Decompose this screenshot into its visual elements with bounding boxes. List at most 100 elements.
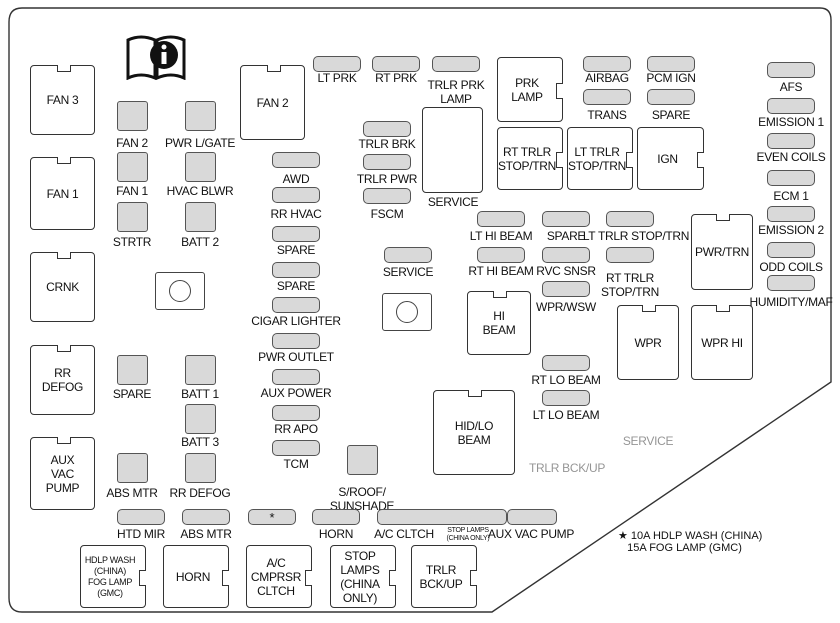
mini-fuse[interactable] bbox=[272, 297, 320, 313]
fuse-label: TRLR BRK bbox=[358, 137, 416, 151]
mini-fuse[interactable]: * bbox=[248, 509, 296, 525]
mini-fuse[interactable] bbox=[272, 369, 320, 385]
square-fuse[interactable] bbox=[185, 202, 216, 232]
mini-fuse[interactable] bbox=[606, 247, 654, 263]
mini-fuse[interactable] bbox=[542, 355, 590, 371]
mini-fuse[interactable] bbox=[272, 226, 320, 242]
relay[interactable]: RT TRLR STOP/TRN bbox=[497, 127, 563, 190]
mini-fuse[interactable] bbox=[507, 509, 557, 525]
relay[interactable]: FAN 1 bbox=[30, 157, 95, 230]
mini-fuse[interactable] bbox=[583, 89, 631, 105]
mini-fuse[interactable] bbox=[647, 89, 695, 105]
relay[interactable]: PWR/TRN bbox=[691, 214, 753, 290]
mini-fuse[interactable] bbox=[363, 154, 411, 170]
relay[interactable]: A/C CMPRSR CLTCH bbox=[246, 545, 312, 608]
relay[interactable]: IGN bbox=[637, 127, 704, 190]
square-fuse[interactable] bbox=[117, 355, 148, 385]
square-fuse[interactable] bbox=[185, 152, 216, 182]
relay[interactable]: HDLP WASH (CHINA) FOG LAMP (GMC) bbox=[80, 545, 146, 608]
relay[interactable]: AUX VAC PUMP bbox=[30, 437, 95, 510]
relay[interactable]: FAN 3 bbox=[30, 65, 95, 135]
relay-label: PRK LAMP bbox=[511, 75, 543, 104]
relay-label: WPR bbox=[634, 335, 662, 350]
mini-fuse[interactable] bbox=[767, 275, 815, 291]
relay[interactable]: RR DEFOG bbox=[30, 345, 95, 415]
legend-line: ★ 10A HDLP WASH (CHINA) bbox=[618, 530, 763, 542]
mini-fuse[interactable] bbox=[767, 98, 815, 114]
relay-label: FAN 3 bbox=[46, 93, 79, 107]
square-fuse[interactable] bbox=[185, 404, 216, 434]
fuse-label: AFS bbox=[779, 80, 803, 94]
relay-label: STOP LAMPS (CHINA ONLY) bbox=[340, 548, 380, 605]
mini-fuse[interactable] bbox=[542, 281, 590, 297]
fuse-label: BATT 2 bbox=[181, 235, 219, 249]
mini-fuse[interactable] bbox=[583, 56, 631, 72]
mini-fuse[interactable] bbox=[272, 152, 320, 168]
fuse-label: TRLR BCK/UP bbox=[528, 461, 606, 475]
fuse-label: AIRBAG bbox=[585, 71, 629, 85]
relay[interactable]: FAN 2 bbox=[240, 65, 305, 140]
fuse-label: FSCM bbox=[370, 207, 404, 221]
mini-fuse[interactable] bbox=[272, 262, 320, 278]
relay[interactable]: PRK LAMP bbox=[497, 57, 563, 122]
relay-label: PWR/TRN bbox=[695, 245, 749, 259]
relay-tab bbox=[697, 151, 704, 168]
relay[interactable]: STOP LAMPS (CHINA ONLY) bbox=[330, 545, 396, 608]
mini-fuse[interactable] bbox=[182, 509, 230, 525]
mini-fuse[interactable] bbox=[313, 56, 361, 72]
relay-label: HDLP WASH (CHINA) FOG LAMP (GMC) bbox=[84, 554, 136, 598]
relay[interactable]: HI BEAM bbox=[467, 291, 531, 355]
mini-fuse[interactable] bbox=[363, 121, 411, 137]
square-fuse[interactable] bbox=[117, 152, 148, 182]
mini-fuse[interactable] bbox=[767, 242, 815, 258]
relay[interactable]: HORN bbox=[163, 545, 229, 608]
mini-fuse[interactable] bbox=[372, 56, 420, 72]
mini-fuse[interactable] bbox=[272, 187, 320, 203]
mini-fuse[interactable] bbox=[272, 405, 320, 421]
mini-fuse[interactable] bbox=[312, 509, 360, 525]
relay-tab bbox=[493, 291, 507, 298]
mini-fuse[interactable] bbox=[272, 440, 320, 456]
relay[interactable] bbox=[422, 107, 483, 193]
mini-fuse[interactable] bbox=[117, 509, 165, 525]
mini-fuse[interactable] bbox=[767, 206, 815, 222]
fuse-label: EVEN COILS bbox=[756, 150, 826, 164]
square-fuse[interactable] bbox=[185, 453, 216, 483]
mini-fuse[interactable] bbox=[647, 56, 695, 72]
square-fuse[interactable] bbox=[185, 355, 216, 385]
relay[interactable]: WPR HI bbox=[691, 305, 753, 380]
mini-fuse[interactable] bbox=[477, 211, 525, 227]
fuse-label: ABS MTR bbox=[106, 486, 158, 500]
mini-fuse[interactable] bbox=[542, 390, 590, 406]
mini-fuse[interactable] bbox=[363, 188, 411, 204]
fuse-label: ODD COILS bbox=[759, 260, 823, 274]
mini-fuse[interactable] bbox=[272, 333, 320, 349]
square-fuse[interactable] bbox=[117, 202, 148, 232]
mini-fuse[interactable] bbox=[606, 211, 654, 227]
relay[interactable]: WPR bbox=[617, 305, 679, 380]
relay-tab bbox=[56, 345, 71, 352]
mini-fuse[interactable] bbox=[377, 509, 507, 525]
relay-tab bbox=[716, 214, 730, 221]
mini-fuse[interactable] bbox=[432, 56, 480, 72]
relay-label: FAN 1 bbox=[46, 186, 79, 201]
mini-fuse[interactable] bbox=[542, 211, 590, 227]
square-fuse[interactable] bbox=[185, 101, 216, 131]
mini-fuse[interactable] bbox=[767, 170, 815, 186]
mini-fuse[interactable] bbox=[542, 247, 590, 263]
fuse-label: LT LO BEAM bbox=[532, 408, 600, 422]
mini-fuse[interactable] bbox=[384, 247, 432, 263]
mini-fuse[interactable] bbox=[767, 133, 815, 149]
mini-fuse[interactable] bbox=[477, 247, 525, 263]
fuse-label: LT TRLR STOP/TRN bbox=[582, 229, 690, 243]
square-fuse[interactable] bbox=[347, 445, 378, 475]
relay[interactable]: LT TRLR STOP/TRN bbox=[567, 127, 633, 190]
square-fuse[interactable] bbox=[117, 453, 148, 483]
relay[interactable]: HID/LO BEAM bbox=[433, 390, 515, 475]
square-fuse[interactable] bbox=[117, 101, 148, 131]
relay[interactable]: CRNK bbox=[30, 252, 95, 322]
fuse-label: SPARE bbox=[546, 229, 586, 243]
mini-fuse[interactable] bbox=[767, 62, 815, 78]
fuse-label: RVC SNSR bbox=[536, 264, 596, 278]
relay[interactable]: TRLR BCK/UP bbox=[411, 545, 477, 608]
